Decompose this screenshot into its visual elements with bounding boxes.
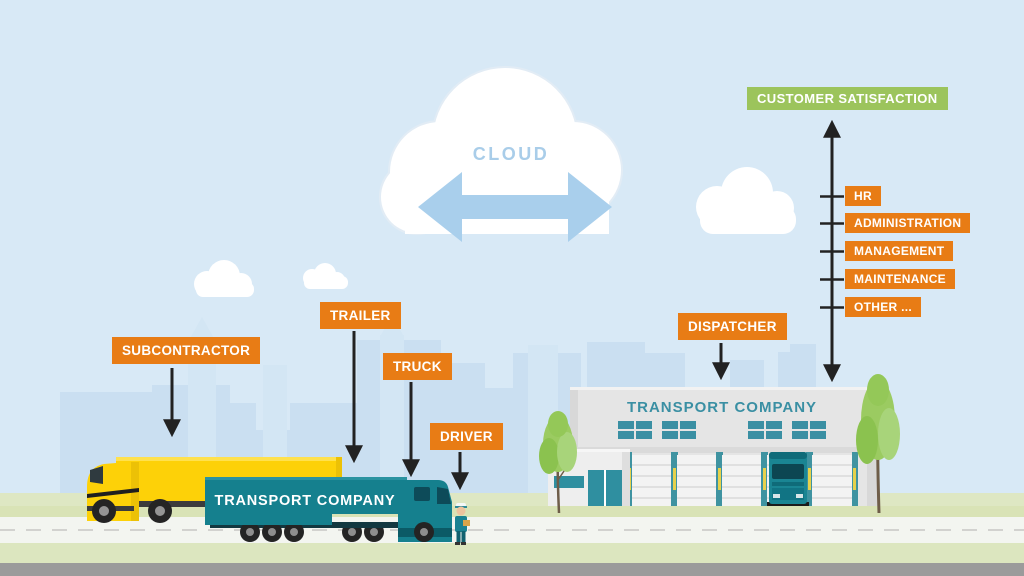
lower-grass [0,543,1024,564]
garage-doors [626,452,858,510]
small-cloud-left [194,260,254,297]
small-cloud-right [696,167,796,234]
truck-label: TRUCK [383,353,452,380]
bottom-bar [0,563,1024,576]
driver-figure [455,503,470,545]
org-axis-ticks [820,195,844,309]
trailer-label: TRAILER [320,302,401,329]
annex-window [554,476,584,488]
company-building: TRANSPORT COMPANY [548,387,879,513]
dept-label-maintenance: MAINTENANCE [845,269,955,289]
customer-satisfaction-label: CUSTOMER SATISFACTION [747,87,948,110]
tree-left [539,411,577,514]
cloud-sync-double-arrow-icon [418,172,612,242]
dept-label-other: OTHER ... [845,297,922,317]
docked-truck-front [767,452,809,513]
trailer-box [205,477,407,525]
building-sign-text: TRANSPORT COMPANY [627,399,817,416]
tree-right [856,374,900,514]
company-truck-trailer: TRANSPORT COMPANY [205,477,452,542]
subcontractor-label: SUBCONTRACTOR [112,337,261,364]
dept-label-management: MANAGEMENT [845,241,954,261]
building-windows [618,421,826,439]
small-cloud-mid [303,263,348,289]
driver-label: DRIVER [430,423,503,450]
cloud-label: CLOUD [473,144,550,164]
dept-label-hr: HR [845,186,881,206]
truck-cab [398,480,452,542]
small-clouds [194,167,796,297]
dispatcher-label: DISPATCHER [678,313,787,340]
trailer-sign-text: TRANSPORT COMPANY [215,493,396,509]
dept-label-administration: ADMINISTRATION [845,213,971,233]
cloud-shape: CLOUD [379,66,623,242]
